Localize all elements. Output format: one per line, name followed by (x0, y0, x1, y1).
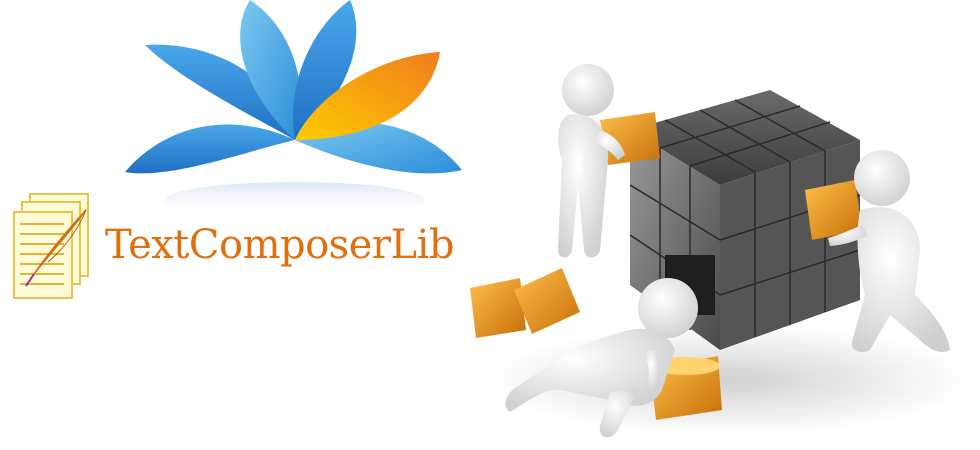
document-quill-icon (13, 193, 89, 299)
figures-assembling-cube-illustration (470, 64, 970, 438)
orange-boxes (470, 112, 862, 420)
lotus-logo-icon (125, 0, 462, 218)
brand-name: TextComposerLib (105, 222, 454, 268)
figure-left (558, 64, 625, 258)
figure-bottom (505, 278, 698, 438)
figure-right (828, 150, 950, 353)
